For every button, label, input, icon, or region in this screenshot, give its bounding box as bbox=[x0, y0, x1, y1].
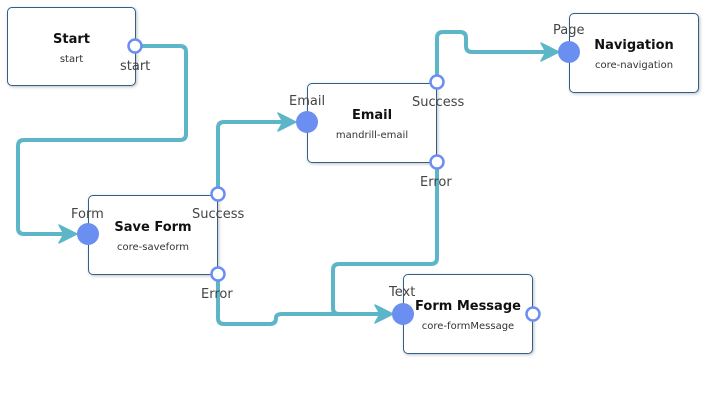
port-label-saveform-form: Form bbox=[71, 207, 104, 222]
port-label-saveform-error: Error bbox=[201, 287, 233, 302]
node-email[interactable]: Email mandrill-email bbox=[307, 83, 437, 163]
arrowhead-formmessage-in bbox=[374, 304, 394, 324]
port-label-email-error: Error bbox=[420, 175, 452, 190]
node-start[interactable]: Start start bbox=[7, 7, 136, 86]
connector-saveform-success-to-email[interactable] bbox=[216, 120, 287, 195]
node-navigation-title: Navigation bbox=[594, 38, 674, 53]
arrowhead-email-in bbox=[277, 112, 297, 132]
node-start-subtitle: start bbox=[59, 54, 84, 65]
port-label-email-email: Email bbox=[289, 94, 326, 109]
port-label-formmessage-text: Text bbox=[389, 285, 416, 300]
arrowhead-navigation-in bbox=[540, 42, 560, 62]
node-form-message-title: Form Message bbox=[415, 299, 521, 314]
port-label-saveform-success: Success bbox=[192, 207, 245, 222]
connector-email-error-to-formmessage[interactable] bbox=[331, 160, 439, 316]
connector-start-to-saveform[interactable] bbox=[16, 44, 188, 236]
node-navigation[interactable]: Navigation core-navigation bbox=[569, 13, 699, 93]
port-label-navigation-page: Page bbox=[553, 23, 585, 38]
node-start-title: Start bbox=[53, 32, 90, 47]
connector-saveform-error-to-formmessage[interactable] bbox=[216, 272, 384, 326]
node-email-title: Email bbox=[351, 108, 393, 123]
node-save-form[interactable]: Save Form core-saveform bbox=[88, 195, 218, 275]
node-save-form-title: Save Form bbox=[114, 220, 192, 235]
arrowhead-saveform-in bbox=[58, 224, 78, 244]
connector-email-success-to-navigation[interactable] bbox=[435, 30, 550, 84]
node-navigation-subtitle: core-navigation bbox=[594, 60, 674, 71]
node-form-message-subtitle: core-formMessage bbox=[421, 321, 515, 332]
port-label-start: start bbox=[120, 59, 151, 74]
node-save-form-subtitle: core-saveform bbox=[117, 242, 189, 253]
port-label-email-success: Success bbox=[412, 95, 465, 110]
node-form-message[interactable]: Form Message core-formMessage bbox=[403, 274, 533, 354]
node-email-subtitle: mandrill-email bbox=[335, 130, 409, 141]
